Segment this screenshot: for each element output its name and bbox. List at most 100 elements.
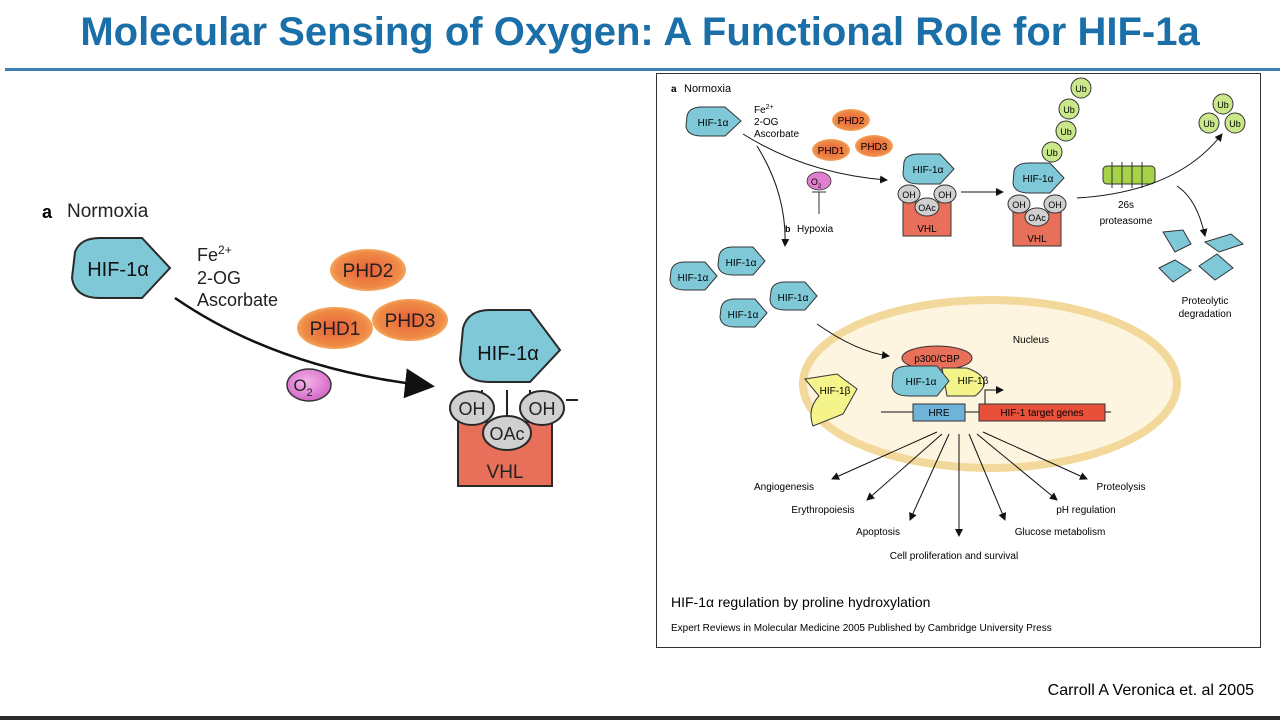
- oxygen-molecule: [286, 368, 332, 402]
- cofactor-fe: Fe2+: [197, 243, 232, 265]
- ub-label-2: Ub: [1060, 127, 1072, 137]
- hypoxia-arrow: [756, 145, 790, 247]
- ubiquitin-3: [1058, 98, 1080, 120]
- phd3-label-small: PHD3: [861, 142, 888, 153]
- ubiquitin-1: [1041, 141, 1063, 163]
- oac-label: OAc: [489, 424, 524, 444]
- phd1-enzyme: [297, 307, 373, 349]
- phd2-label: PHD2: [343, 261, 394, 282]
- hif-regulation-diagram: a Normoxia HIF-1α Fe2+ 2-OG Ascorbate PH…: [669, 77, 1246, 634]
- hif-1a-protein-normoxia: [685, 106, 742, 137]
- nucleus-label: Nucleus: [1013, 335, 1049, 346]
- outcome-proliferation: Cell proliferation and survival: [890, 551, 1018, 562]
- free-ubiquitin-1: [1212, 93, 1234, 115]
- phd2-enzyme: [330, 249, 406, 291]
- target-genes: [978, 403, 1106, 422]
- degradation-label-1: Proteolytic: [1182, 296, 1229, 307]
- hypoxia-title: Hypoxia: [797, 224, 834, 235]
- ub-label-4: Ub: [1075, 84, 1087, 94]
- degradation-label-2: degradation: [1179, 309, 1232, 320]
- hydroxyl-group-2: [519, 390, 565, 426]
- oxygen-molecule-small: [806, 171, 832, 191]
- hif-1a-bound: [891, 365, 950, 397]
- hif-fragments-icon: [1158, 229, 1245, 283]
- hydroxylation-arrow: [174, 296, 435, 399]
- title-underline: [5, 68, 1280, 71]
- phd1-enzyme-small: [812, 139, 850, 161]
- stabilized-hif-cluster: HIF-1α HIF-1α HIF-1α HIF-1α: [669, 246, 818, 328]
- proteasome-label-1: 26s: [1118, 200, 1134, 211]
- hre-element: [912, 403, 966, 422]
- left-normoxia-diagram: a Normoxia HIF-1α Fe2+ 2-OG Ascorbate PH…: [42, 201, 578, 487]
- ub-release-arrow: [1076, 133, 1223, 199]
- vhl-label: VHL: [487, 462, 524, 483]
- hif-1a-protein: [70, 237, 172, 299]
- oh-group-1a: [897, 184, 921, 204]
- outcome-glucose: Glucose metabolism: [1015, 527, 1106, 538]
- cofactor-fe-small: Fe2+: [754, 104, 774, 116]
- phd1-label: PHD1: [310, 319, 361, 340]
- hydroxylation-arrow-small: [742, 133, 888, 184]
- free-ubiquitin-2: [1198, 112, 1220, 134]
- nucleus: [799, 296, 1181, 472]
- oh1-label: OH: [459, 399, 486, 419]
- phd3-label: PHD3: [385, 311, 436, 332]
- citation: Carroll A Veronica et. al 2005: [1047, 682, 1254, 699]
- hif-label-normoxia: HIF-1α: [698, 118, 729, 129]
- o2-label: O2: [293, 376, 312, 399]
- degradation-arrow: [1176, 185, 1208, 237]
- hif-1a-hydroxylated-1: [902, 153, 955, 185]
- oh-label-2b: OH: [1048, 200, 1062, 210]
- cofactor-ascorbate-small: Ascorbate: [754, 129, 799, 140]
- hydroxyl-group-1: [449, 390, 495, 426]
- free-ub-label-1: Ub: [1217, 100, 1229, 110]
- outcome-arrows: [831, 431, 1088, 537]
- phd1-label-small: PHD1: [818, 146, 845, 157]
- oac-label-2: OAc: [1028, 213, 1046, 223]
- vhl-label-1: VHL: [917, 224, 937, 235]
- hif-1a-hydroxylated: [458, 309, 562, 383]
- figure-caption: HIF-1α regulation by proline hydroxylati…: [671, 594, 930, 610]
- hypoxia-panel-label: b: [785, 224, 791, 234]
- phd3-enzyme-small: [855, 135, 893, 157]
- slide-title: Molecular Sensing of Oxygen: A Functiona…: [80, 10, 1200, 54]
- transcription-start-arrow: [984, 386, 1004, 404]
- o2-label-small: O2: [811, 177, 822, 190]
- outcome-ph: pH regulation: [1056, 505, 1115, 516]
- outcome-erythropoiesis: Erythropoiesis: [791, 505, 854, 516]
- free-ub-label-3: Ub: [1229, 119, 1241, 129]
- ub-label-3: Ub: [1063, 105, 1075, 115]
- ubiquitin-4: [1070, 77, 1092, 99]
- hif-label-complex-2: HIF-1α: [1023, 174, 1054, 185]
- ubiquitin-2: [1055, 120, 1077, 142]
- hif-1b-bound-label: HIF-1β: [958, 376, 989, 387]
- hif-regulation-figure: a Normoxia HIF-1α Fe2+ 2-OG Ascorbate PH…: [656, 73, 1261, 648]
- hif-1b-bound: [941, 367, 985, 397]
- oh-group-2b: [1043, 194, 1067, 214]
- hif-1b-protein: [804, 373, 858, 427]
- vhl-label-2: VHL: [1027, 234, 1047, 245]
- cofactor-ascorbate: Ascorbate: [197, 290, 278, 310]
- phd2-enzyme-small: [832, 109, 870, 131]
- outcome-angiogenesis: Angiogenesis: [754, 482, 814, 493]
- oac-group-1: [914, 197, 940, 217]
- panel-label: a: [42, 202, 53, 222]
- oh-label-1a: OH: [902, 190, 916, 200]
- p300-label: p300/CBP: [914, 354, 960, 365]
- oh-label-2a: OH: [1012, 200, 1026, 210]
- nuclear-import-arrow: [816, 323, 890, 360]
- phd2-label-small: PHD2: [838, 116, 865, 127]
- outcome-proteolysis: Proteolysis: [1097, 482, 1146, 493]
- cofactor-2og-small: 2-OG: [754, 117, 779, 128]
- free-ubiquitin-3: [1224, 112, 1246, 134]
- hif-hydroxylated-label: HIF-1α: [477, 343, 539, 365]
- hif-stabilized-label-1: HIF-1α: [678, 273, 709, 284]
- ub-label-1: Ub: [1046, 148, 1058, 158]
- acetyl-group: [482, 415, 532, 451]
- target-genes-label: HIF-1 target genes: [1000, 408, 1083, 419]
- phd3-enzyme: [372, 299, 448, 341]
- proteasome-26s-icon: [1102, 162, 1156, 188]
- panel-title: Normoxia: [67, 201, 149, 222]
- figure-source: Expert Reviews in Molecular Medicine 200…: [671, 623, 1052, 634]
- cofactor-2og: 2-OG: [197, 268, 241, 288]
